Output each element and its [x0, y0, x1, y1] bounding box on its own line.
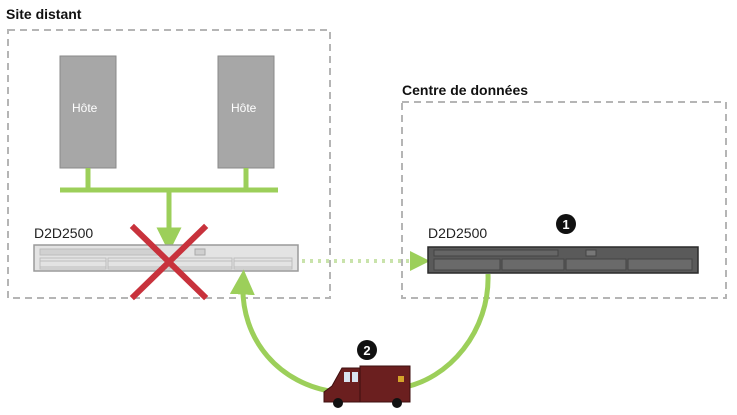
step-2-badge: [357, 340, 377, 360]
network-connection: [60, 168, 278, 253]
step-2-number: 2: [363, 343, 370, 358]
delivery-truck-icon: [323, 365, 411, 408]
data-center-title: Centre de données: [402, 82, 529, 98]
transport-path-to-truck: [399, 273, 491, 391]
remote-site-region: [7, 29, 331, 299]
datacenter-d2d2500-appliance: [427, 246, 699, 274]
data-center-region: [401, 101, 727, 299]
host-1-label: Hôte: [72, 101, 98, 115]
remote-site-title: Site distant: [6, 6, 82, 22]
host-2-label: Hôte: [231, 101, 257, 115]
datacenter-device-label: D2D2500: [428, 225, 488, 241]
remote-device-label: D2D2500: [34, 225, 94, 241]
transport-path-to-remote: [229, 269, 337, 395]
step-1-number: 1: [562, 217, 569, 232]
red-x-icon: [129, 223, 209, 301]
host-server-1: [59, 55, 117, 169]
step-1-badge: [556, 214, 576, 234]
host-server-2: [217, 55, 275, 169]
